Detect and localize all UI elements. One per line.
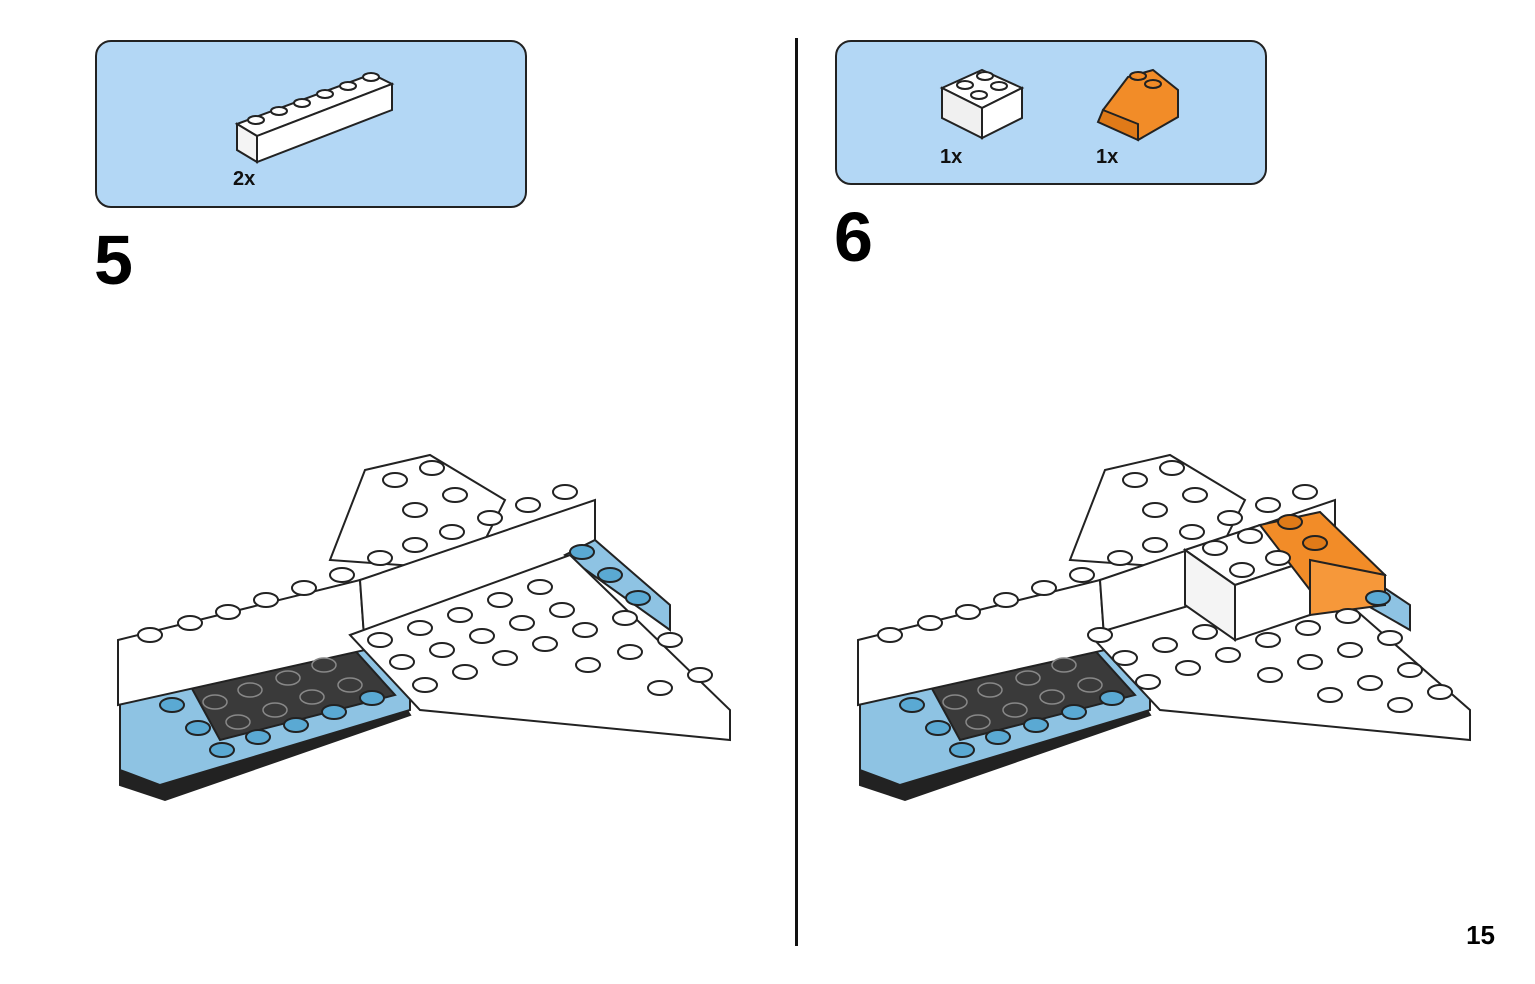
step5-assembly-illustration — [117, 453, 731, 802]
step-number: 5 — [94, 221, 133, 299]
page-divider — [795, 38, 798, 946]
step-number: 6 — [834, 198, 873, 276]
page-number: 15 — [1466, 920, 1495, 950]
step6-assembly-illustration — [857, 453, 1471, 802]
part-qty-label: 2x — [233, 168, 256, 190]
part-qty-label: 1x — [940, 146, 963, 168]
part-qty-label: 1x — [1096, 146, 1119, 168]
orange-2x2-slope-icon — [1096, 68, 1179, 142]
white-1x6-brick-icon — [234, 72, 395, 164]
white-2x2-brick-icon — [939, 68, 1025, 140]
step6-parts-box: 1x 1x — [835, 40, 1267, 185]
step5-parts-box: 2x — [95, 40, 527, 208]
